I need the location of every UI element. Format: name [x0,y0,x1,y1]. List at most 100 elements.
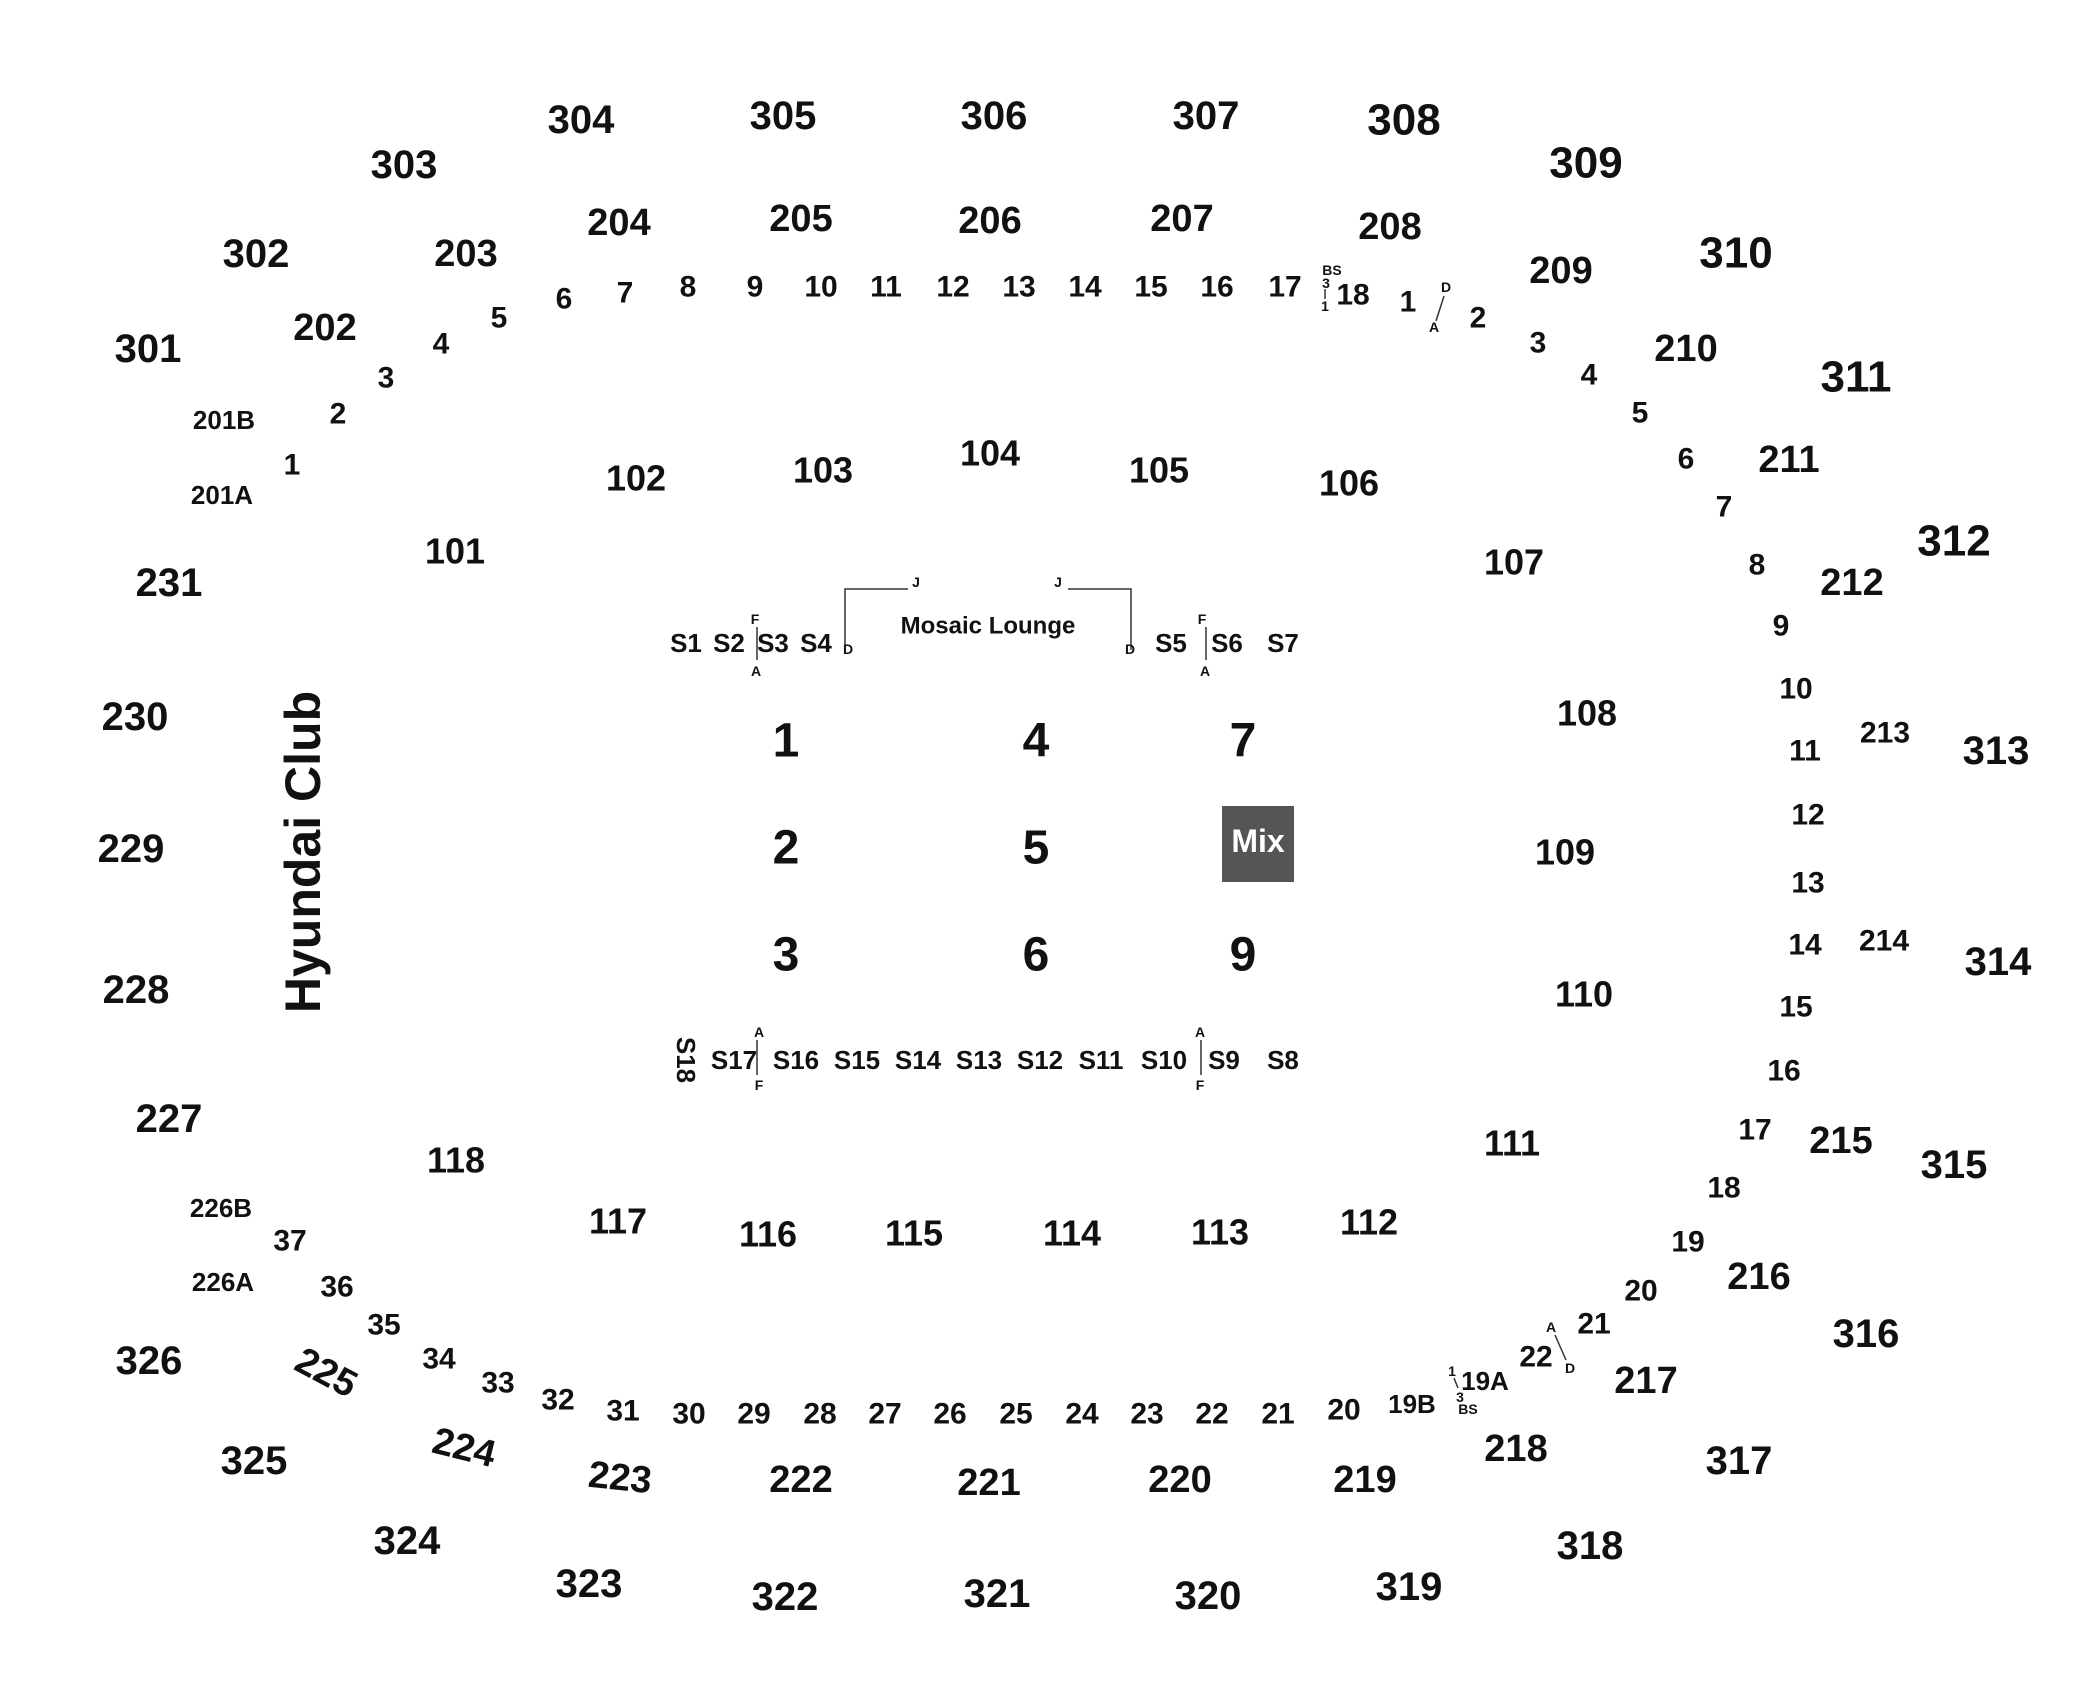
box-9-right[interactable]: 9 [1773,610,1790,643]
section-219[interactable]: 219 [1333,1459,1396,1501]
section-115[interactable]: 115 [885,1213,943,1254]
stand-section-S7[interactable]: S7 [1267,628,1299,658]
box-8-top[interactable]: 8 [680,271,697,304]
section-305[interactable]: 305 [750,94,817,138]
box-10-right[interactable]: 10 [1779,673,1812,706]
section-223[interactable]: 223 [586,1454,653,1502]
box-34-left[interactable]: 34 [422,1343,456,1376]
floor-section-5[interactable]: 5 [1023,822,1050,875]
section-101[interactable]: 101 [425,531,485,572]
section-217[interactable]: 217 [1614,1360,1677,1402]
box-14-top[interactable]: 14 [1068,271,1102,304]
box-15-right[interactable]: 15 [1779,991,1812,1024]
box-20-bottom[interactable]: 20 [1327,1394,1360,1427]
box-30-bottom[interactable]: 30 [672,1398,705,1431]
box-4-left[interactable]: 4 [433,328,450,361]
stand-section-S17[interactable]: S17 [711,1045,757,1075]
section-228[interactable]: 228 [103,968,170,1012]
section-313[interactable]: 313 [1963,729,2030,773]
box-16-right[interactable]: 16 [1767,1055,1800,1088]
section-321[interactable]: 321 [964,1572,1031,1616]
section-320[interactable]: 320 [1175,1574,1242,1618]
section-117[interactable]: 117 [589,1201,647,1242]
box-23-bottom[interactable]: 23 [1130,1398,1163,1431]
section-202[interactable]: 202 [293,307,356,349]
stand-section-S18[interactable]: S18 [671,1037,701,1083]
box-17-top[interactable]: 17 [1268,271,1301,304]
box-4-right[interactable]: 4 [1581,359,1598,392]
section-226B[interactable]: 226B [190,1193,252,1223]
box-11-top[interactable]: 11 [870,271,902,304]
box-1-right[interactable]: 1 [1400,286,1417,319]
section-107[interactable]: 107 [1484,542,1544,583]
section-214[interactable]: 214 [1859,925,1909,958]
box-21-right[interactable]: 21 [1577,1308,1610,1341]
box-15-top[interactable]: 15 [1134,271,1167,304]
box-9-top[interactable]: 9 [747,271,764,304]
box-13-right[interactable]: 13 [1791,867,1824,900]
box-19A[interactable]: 19A [1461,1366,1509,1396]
box-36-left[interactable]: 36 [320,1271,353,1304]
box-18-top[interactable]: 18 [1336,279,1369,312]
box-33-left[interactable]: 33 [481,1367,514,1400]
section-209[interactable]: 209 [1529,250,1592,292]
stand-section-S12[interactable]: S12 [1017,1045,1063,1075]
stand-section-S14[interactable]: S14 [895,1045,942,1075]
box-20-right[interactable]: 20 [1624,1275,1657,1308]
section-319[interactable]: 319 [1376,1565,1443,1609]
stand-section-S6[interactable]: S6 [1211,628,1243,658]
section-116[interactable]: 116 [739,1214,797,1255]
box-6-top[interactable]: 6 [556,283,573,316]
section-203[interactable]: 203 [434,233,497,275]
box-5-left[interactable]: 5 [491,302,508,335]
section-118[interactable]: 118 [427,1140,485,1181]
box-37-left[interactable]: 37 [273,1225,306,1258]
section-104[interactable]: 104 [960,433,1020,474]
box-12-top[interactable]: 12 [936,271,969,304]
box-31-bottom[interactable]: 31 [606,1395,639,1428]
stand-section-S15[interactable]: S15 [834,1045,880,1075]
box-8-right[interactable]: 8 [1749,549,1766,582]
floor-section-2[interactable]: 2 [773,822,800,875]
section-227[interactable]: 227 [136,1097,203,1141]
section-211[interactable]: 211 [1758,439,1819,481]
section-213[interactable]: 213 [1860,717,1910,750]
floor-section-4[interactable]: 4 [1023,715,1050,768]
section-311[interactable]: 311 [1821,353,1892,402]
section-110[interactable]: 110 [1555,974,1613,1015]
stand-section-S2[interactable]: S2 [713,628,745,658]
box-11-right[interactable]: 11 [1789,735,1821,768]
box-26-bottom[interactable]: 26 [933,1398,966,1431]
mosaic-lounge-label[interactable]: Mosaic Lounge [901,613,1076,640]
box-1-left[interactable]: 1 [284,449,301,482]
section-221[interactable]: 221 [957,1462,1020,1504]
stand-section-S8[interactable]: S8 [1267,1045,1299,1075]
floor-section-7[interactable]: 7 [1230,715,1257,768]
section-108[interactable]: 108 [1557,693,1617,734]
section-314[interactable]: 314 [1965,940,2032,984]
box-35-left[interactable]: 35 [367,1309,400,1342]
box-2-right[interactable]: 2 [1470,302,1487,335]
floor-section-9[interactable]: 9 [1230,929,1257,982]
section-220[interactable]: 220 [1148,1459,1211,1501]
section-326[interactable]: 326 [116,1339,183,1383]
box-6-right[interactable]: 6 [1678,443,1695,476]
box-27-bottom[interactable]: 27 [868,1398,901,1431]
box-13-top[interactable]: 13 [1002,271,1035,304]
box-19B[interactable]: 19B [1388,1389,1436,1419]
section-309[interactable]: 309 [1549,139,1622,188]
section-315[interactable]: 315 [1921,1143,1988,1187]
section-208[interactable]: 208 [1358,206,1421,248]
section-112[interactable]: 112 [1340,1202,1398,1243]
section-302[interactable]: 302 [223,232,290,276]
stand-section-S11[interactable]: S11 [1079,1045,1124,1075]
box-12-right[interactable]: 12 [1791,799,1824,832]
box-32-left[interactable]: 32 [541,1384,574,1417]
section-308[interactable]: 308 [1367,96,1440,145]
box-17-right[interactable]: 17 [1738,1114,1771,1147]
section-205[interactable]: 205 [769,198,832,240]
section-303[interactable]: 303 [371,143,438,187]
section-325[interactable]: 325 [221,1439,288,1483]
box-5-right[interactable]: 5 [1632,397,1649,430]
stand-section-S4[interactable]: S4 [800,628,832,658]
